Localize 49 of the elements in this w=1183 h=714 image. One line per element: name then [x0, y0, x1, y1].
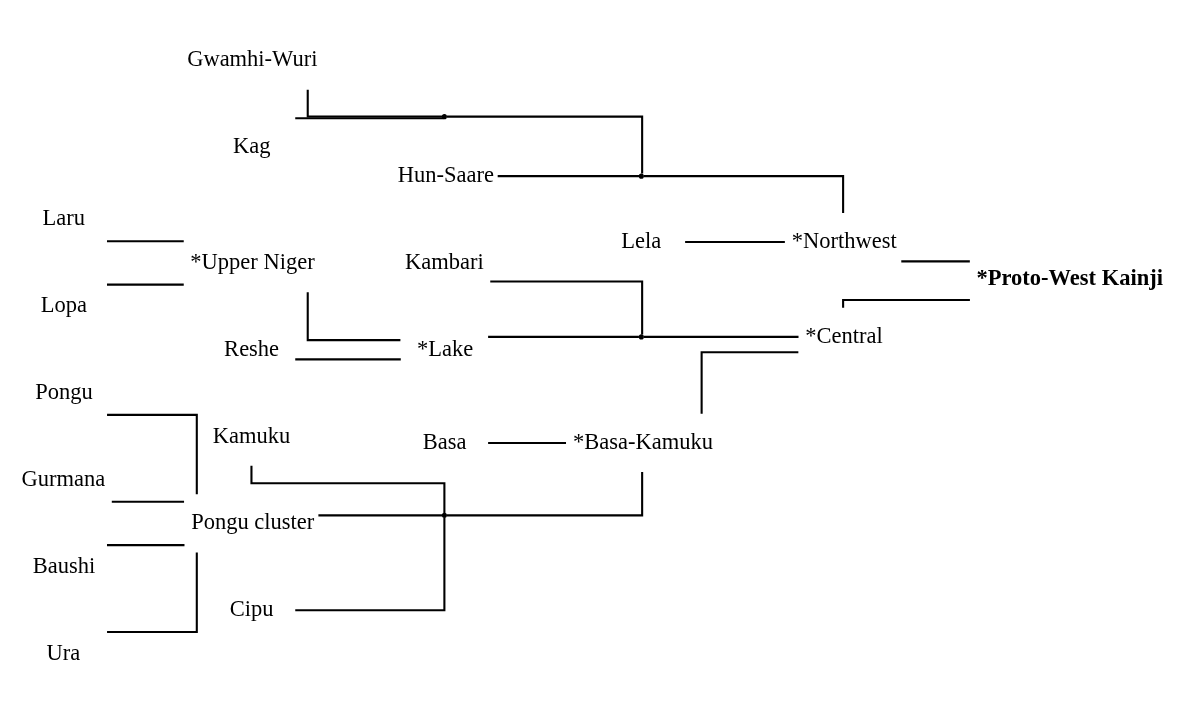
node-text: *Central [805, 322, 883, 348]
node-text: Pongu [35, 379, 93, 405]
node-text: Cipu [229, 596, 274, 622]
connector [306, 292, 401, 342]
node-text: Lopa [40, 292, 88, 318]
node-text: Ura [46, 639, 81, 665]
node-text: *Lake [417, 335, 474, 361]
connector [700, 351, 799, 414]
node-text: Baushi [32, 552, 96, 578]
connector [643, 335, 799, 338]
node-text: Kamuku [212, 422, 291, 448]
connector [901, 260, 970, 263]
node-text: Reshe [224, 335, 280, 361]
node-text: *Upper Niger [190, 248, 315, 274]
node-text: Laru [42, 205, 85, 231]
connector [111, 500, 185, 503]
connector [446, 472, 644, 517]
node-text: *Proto-West Kainji [976, 264, 1164, 290]
connector [318, 514, 443, 517]
node-point [638, 334, 644, 340]
node-text: Kambari [405, 248, 484, 274]
connector [107, 544, 185, 547]
connector [107, 283, 184, 286]
node-text: Kag [232, 133, 271, 159]
connector [497, 175, 640, 178]
node-text: Basa [422, 428, 467, 454]
connector [306, 89, 443, 118]
node-point [638, 173, 644, 179]
connector [107, 413, 198, 495]
node-text: Lela [621, 227, 662, 253]
connector [490, 280, 644, 335]
node-point [441, 512, 447, 518]
node-point [441, 114, 447, 120]
connector [643, 175, 845, 213]
connector [295, 117, 444, 120]
connector [488, 335, 639, 338]
node-text: Pongu cluster [191, 509, 315, 535]
node-text: *Northwest [791, 227, 897, 253]
connector [107, 240, 184, 243]
connector [107, 552, 198, 633]
node-text: *Basa-Kamuku [573, 428, 713, 454]
node-text: Hun-Saare [397, 162, 494, 188]
connector [295, 517, 446, 612]
connector [488, 441, 566, 445]
connector [685, 241, 785, 244]
node-text: Gwamhi-Wuri [187, 46, 318, 72]
connector [446, 115, 644, 174]
node-text: Gurmana [21, 465, 106, 491]
connector [295, 358, 401, 361]
